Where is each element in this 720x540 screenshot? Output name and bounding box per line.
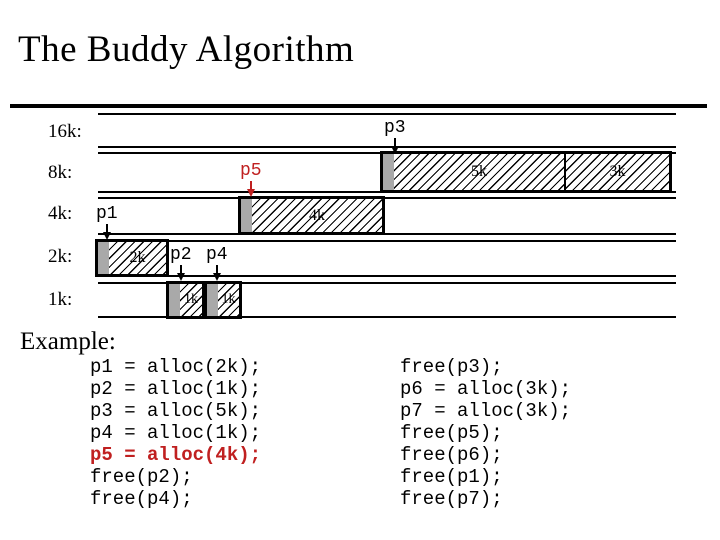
allocated-block-1k-second: 1k [204,281,242,319]
allocated-block-2k: 2k [95,239,169,277]
memory-band-16k [98,113,676,148]
code-line: free(p7); [400,488,503,510]
pointer-label: p4 [206,245,228,265]
block-size-label: 1k [184,292,198,307]
code-column-left: p1 = alloc(2k); p2 = alloc(1k); p3 = all… [90,356,261,510]
block-size-label: 5k [471,163,487,180]
row-label-2k: 2k: [48,246,73,267]
down-arrow-icon [176,265,185,281]
row-label-16k: 16k: [48,121,82,142]
example-heading: Example: [20,328,116,355]
block-segment-4k: 4k [252,199,382,232]
memory-band-4k [98,197,676,235]
block-size-label: 4k [309,206,325,224]
block-header-bar [383,154,394,190]
code-line: p4 = alloc(1k); [90,422,262,444]
block-segment-1k: 1k [180,284,202,316]
code-line: p1 = alloc(2k); [90,356,262,378]
code-line: p3 = alloc(5k); [90,400,262,422]
title-underline [10,104,707,108]
down-arrow-icon [212,265,221,281]
block-size-label: 2k [129,249,146,266]
pointer-p4: p4 [206,245,228,281]
code-line-highlighted: p5 = alloc(4k); [90,444,262,466]
code-line: p2 = alloc(1k); [90,378,262,400]
row-label-8k: 8k: [48,162,73,183]
code-column-right: free(p3); p6 = alloc(3k); p7 = alloc(3k)… [400,356,571,510]
code-line: free(p1); [400,466,503,488]
down-arrow-icon [102,224,111,240]
memory-band-2k [98,240,676,277]
code-line: free(p4); [90,488,193,510]
allocated-block-4k: 4k [238,196,385,235]
row-label-4k: 4k: [48,203,73,224]
down-arrow-icon [390,138,399,154]
block-size-label: 1k [221,292,236,307]
pointer-p5: p5 [240,161,262,197]
pointer-p3: p3 [384,118,406,154]
block-segment-2k: 2k [109,242,166,274]
block-header-bar [169,284,180,316]
pointer-label: p3 [384,118,406,138]
pointer-label: p1 [96,204,118,224]
block-segment-3k: 3k [564,154,669,190]
down-arrow-icon [246,181,255,197]
allocated-block-1k-first: 1k [166,281,205,319]
row-label-1k: 1k: [48,289,73,310]
code-line: free(p5); [400,422,503,444]
block-segment-1k: 1k [218,284,239,316]
block-header-bar [98,242,109,274]
code-line: free(p3); [400,356,503,378]
pointer-label: p2 [170,245,192,265]
pointer-p1: p1 [96,204,118,240]
code-line: free(p6); [400,444,503,466]
allocated-block-8k: 5k 3k [380,151,672,193]
code-line: p7 = alloc(3k); [400,400,572,422]
page-title: The Buddy Algorithm [18,29,355,70]
memory-band-1k [98,282,676,318]
pointer-label: p5 [240,161,262,181]
pointer-p2: p2 [170,245,192,281]
block-size-label: 3k [609,163,626,180]
block-header-bar [241,199,252,232]
code-line: free(p2); [90,466,193,488]
block-header-bar [207,284,218,316]
code-line: p6 = alloc(3k); [400,378,572,400]
block-segment-5k: 5k [394,154,564,190]
